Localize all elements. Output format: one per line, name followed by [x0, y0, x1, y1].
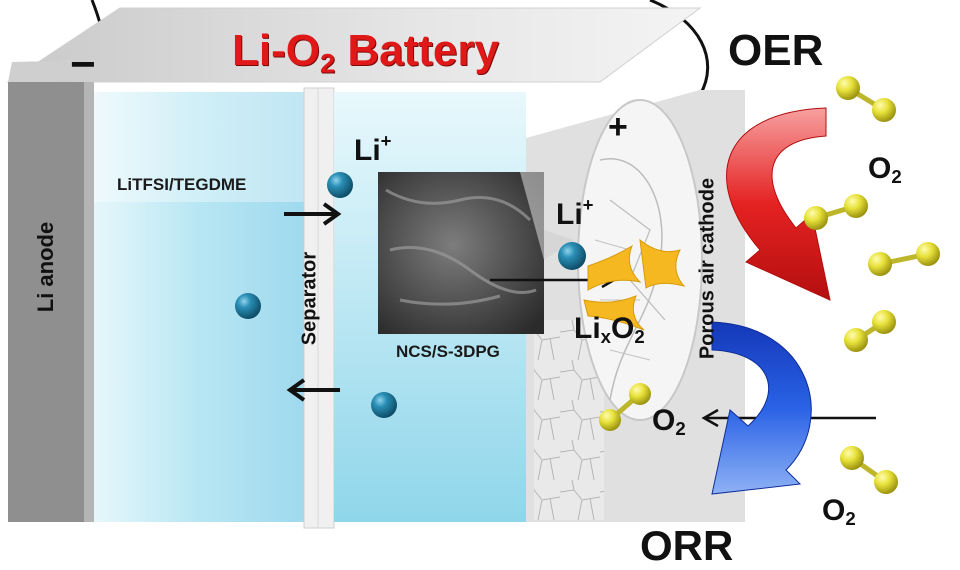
cell-top-face: [6, 7, 702, 83]
product-label: LixO2: [574, 312, 645, 348]
oxygen-molecule: [840, 446, 898, 494]
positive-terminal-label: +: [608, 108, 628, 146]
lixo2-product: [583, 238, 686, 331]
diagram-title: Li-O2 Battery: [232, 26, 499, 79]
oxygen-label: O2: [652, 404, 686, 440]
electrolyte-label: LiTFSI/TEGDME: [117, 175, 247, 194]
li-anode-front: [8, 82, 92, 522]
oxygen-label: O2: [868, 152, 902, 188]
oxygen-molecule: [804, 194, 868, 230]
porous-cathode-window: [577, 99, 703, 421]
separator-label: Separator: [298, 251, 321, 346]
ion-arrow-right: [284, 202, 342, 226]
oxygen-molecule: [599, 383, 651, 431]
li-ion-label: Li+: [556, 193, 594, 231]
charge-arrow: [726, 107, 831, 301]
cathode-label: Porous air cathode: [696, 177, 719, 360]
li-ion-sphere: [327, 172, 353, 198]
li-ion-label: Li+: [354, 129, 392, 167]
negative-terminal-label: −: [70, 40, 96, 89]
li-o2-battery-diagram: Li-O2 Battery − + OER ORR LiTFSI/TEGDME …: [6, 0, 940, 569]
li-ion-sphere: [235, 293, 261, 319]
oxygen-label: O2: [822, 494, 856, 530]
separator-plate: [303, 87, 335, 529]
ion-arrow-left: [286, 378, 340, 402]
li-ion-sphere: [558, 242, 586, 270]
electrolyte-left: [94, 92, 306, 522]
oxygen-molecule: [868, 242, 940, 276]
orr-label: ORR: [640, 522, 734, 569]
li-anode-top: [8, 60, 96, 82]
oxygen-molecule: [836, 76, 896, 122]
material-label: NCS/S-3DPG: [396, 342, 500, 361]
diagram-canvas: [6, 0, 940, 529]
oxygen-molecule: [844, 310, 896, 352]
discharge-arrow: [711, 321, 812, 495]
anode-label: Li anode: [33, 221, 58, 313]
oer-label: OER: [728, 26, 824, 75]
li-ion-sphere: [371, 392, 397, 418]
sem-micrograph: [378, 172, 544, 334]
